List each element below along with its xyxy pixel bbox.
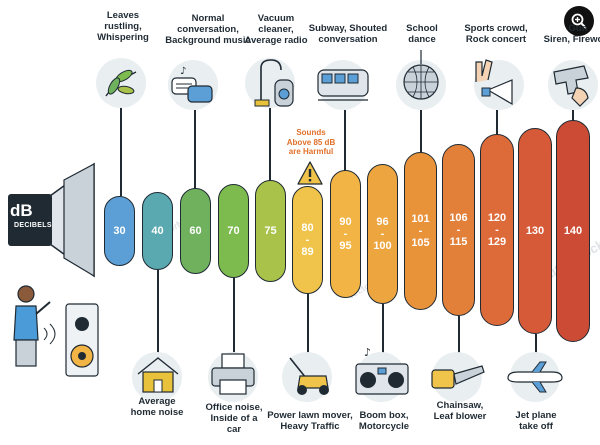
level-pill: 75 [255,180,286,282]
level-pill: 70 [218,184,249,278]
caption-boombox-motorcycle: Boom box, Motorcycle [358,410,410,432]
caption-sports-rock: Sports crowd, Rock concert [464,23,528,45]
range-dash: - [343,228,348,240]
level-pill: 130 [518,128,552,334]
leaves-icon [105,69,137,97]
warning-icon [297,161,323,185]
caption-home-noise: Average home noise [130,396,184,418]
level-pill: 106-115 [442,144,475,316]
caption-leaves-whispering: Leaves rustling, Whispering [97,10,149,43]
jet-plane-icon [507,361,563,393]
person-listening-icon [2,280,102,380]
megaphone-icon [475,59,513,106]
connector-line [572,110,574,124]
connector-line [458,316,460,358]
level-pill: 80-89 [292,186,323,294]
leaves-icon [96,58,146,108]
level-pill: 120-129 [480,134,514,326]
decibel-unit: dB [10,201,33,220]
vacuum-icon [254,59,294,107]
level-pill: 60 [180,188,211,274]
connector-line [269,108,271,182]
caption-gun-siren: Gun Siren, Firework [543,23,600,45]
level-pill: 140 [556,120,590,342]
caption-school-dance: School dance [406,23,438,45]
connector-line [344,110,346,172]
range-dash: - [495,224,499,236]
decibels-label: DECIBELS [14,222,52,229]
caption-normal-conversation: Normal conversation, Background music [165,13,251,46]
connector-line [382,304,384,358]
caption-subway-shouted: Subway, Shouted conversation [308,23,388,45]
connector-line [496,110,498,144]
harmful-threshold-note: Sounds Above 85 dB are Harmful [286,128,336,156]
disco-ball-icon [403,50,439,100]
zoom-in-icon [571,13,587,29]
range-dash: - [418,225,423,237]
connector-line [420,110,422,154]
speaker-icon [8,162,95,278]
gun-icon [553,65,589,107]
connector-line [307,294,309,358]
conversation-icon: ♪ [171,66,213,103]
caption-vacuum-radio: Vacuum cleaner, Average radio [244,13,308,46]
svg-text:♪: ♪ [180,66,186,77]
range-dash: - [380,228,385,240]
lawn-mower-icon [289,357,329,395]
level-pill: 30 [104,196,135,266]
zoom-button[interactable] [564,6,594,36]
level-pill: 101-105 [404,152,437,310]
printer-icon [211,353,255,395]
caption-office-car: Office noise, Inside of a car [205,402,263,435]
house-icon [137,357,179,393]
svg-text:♪: ♪ [364,346,371,359]
boombox-icon: ♪ [355,346,409,395]
caption-mower-traffic: Power lawn mover, Heavy Traffic [267,410,353,432]
level-pill: 90-95 [330,170,361,298]
chainsaw-icon [431,365,485,389]
level-pill: 40 [142,192,173,270]
connector-line [120,108,122,196]
connector-line [233,278,235,358]
subway-icon [317,69,369,101]
caption-chainsaw-blower: Chainsaw, Leaf blower [433,400,487,422]
connector-line [535,334,537,358]
range-dash: - [456,224,461,236]
connector-line [157,270,159,358]
connector-line [194,110,196,196]
caption-jet-plane: Jet plane take off [515,410,557,432]
range-dash: - [305,234,310,246]
level-pill: 96-100 [367,164,398,304]
